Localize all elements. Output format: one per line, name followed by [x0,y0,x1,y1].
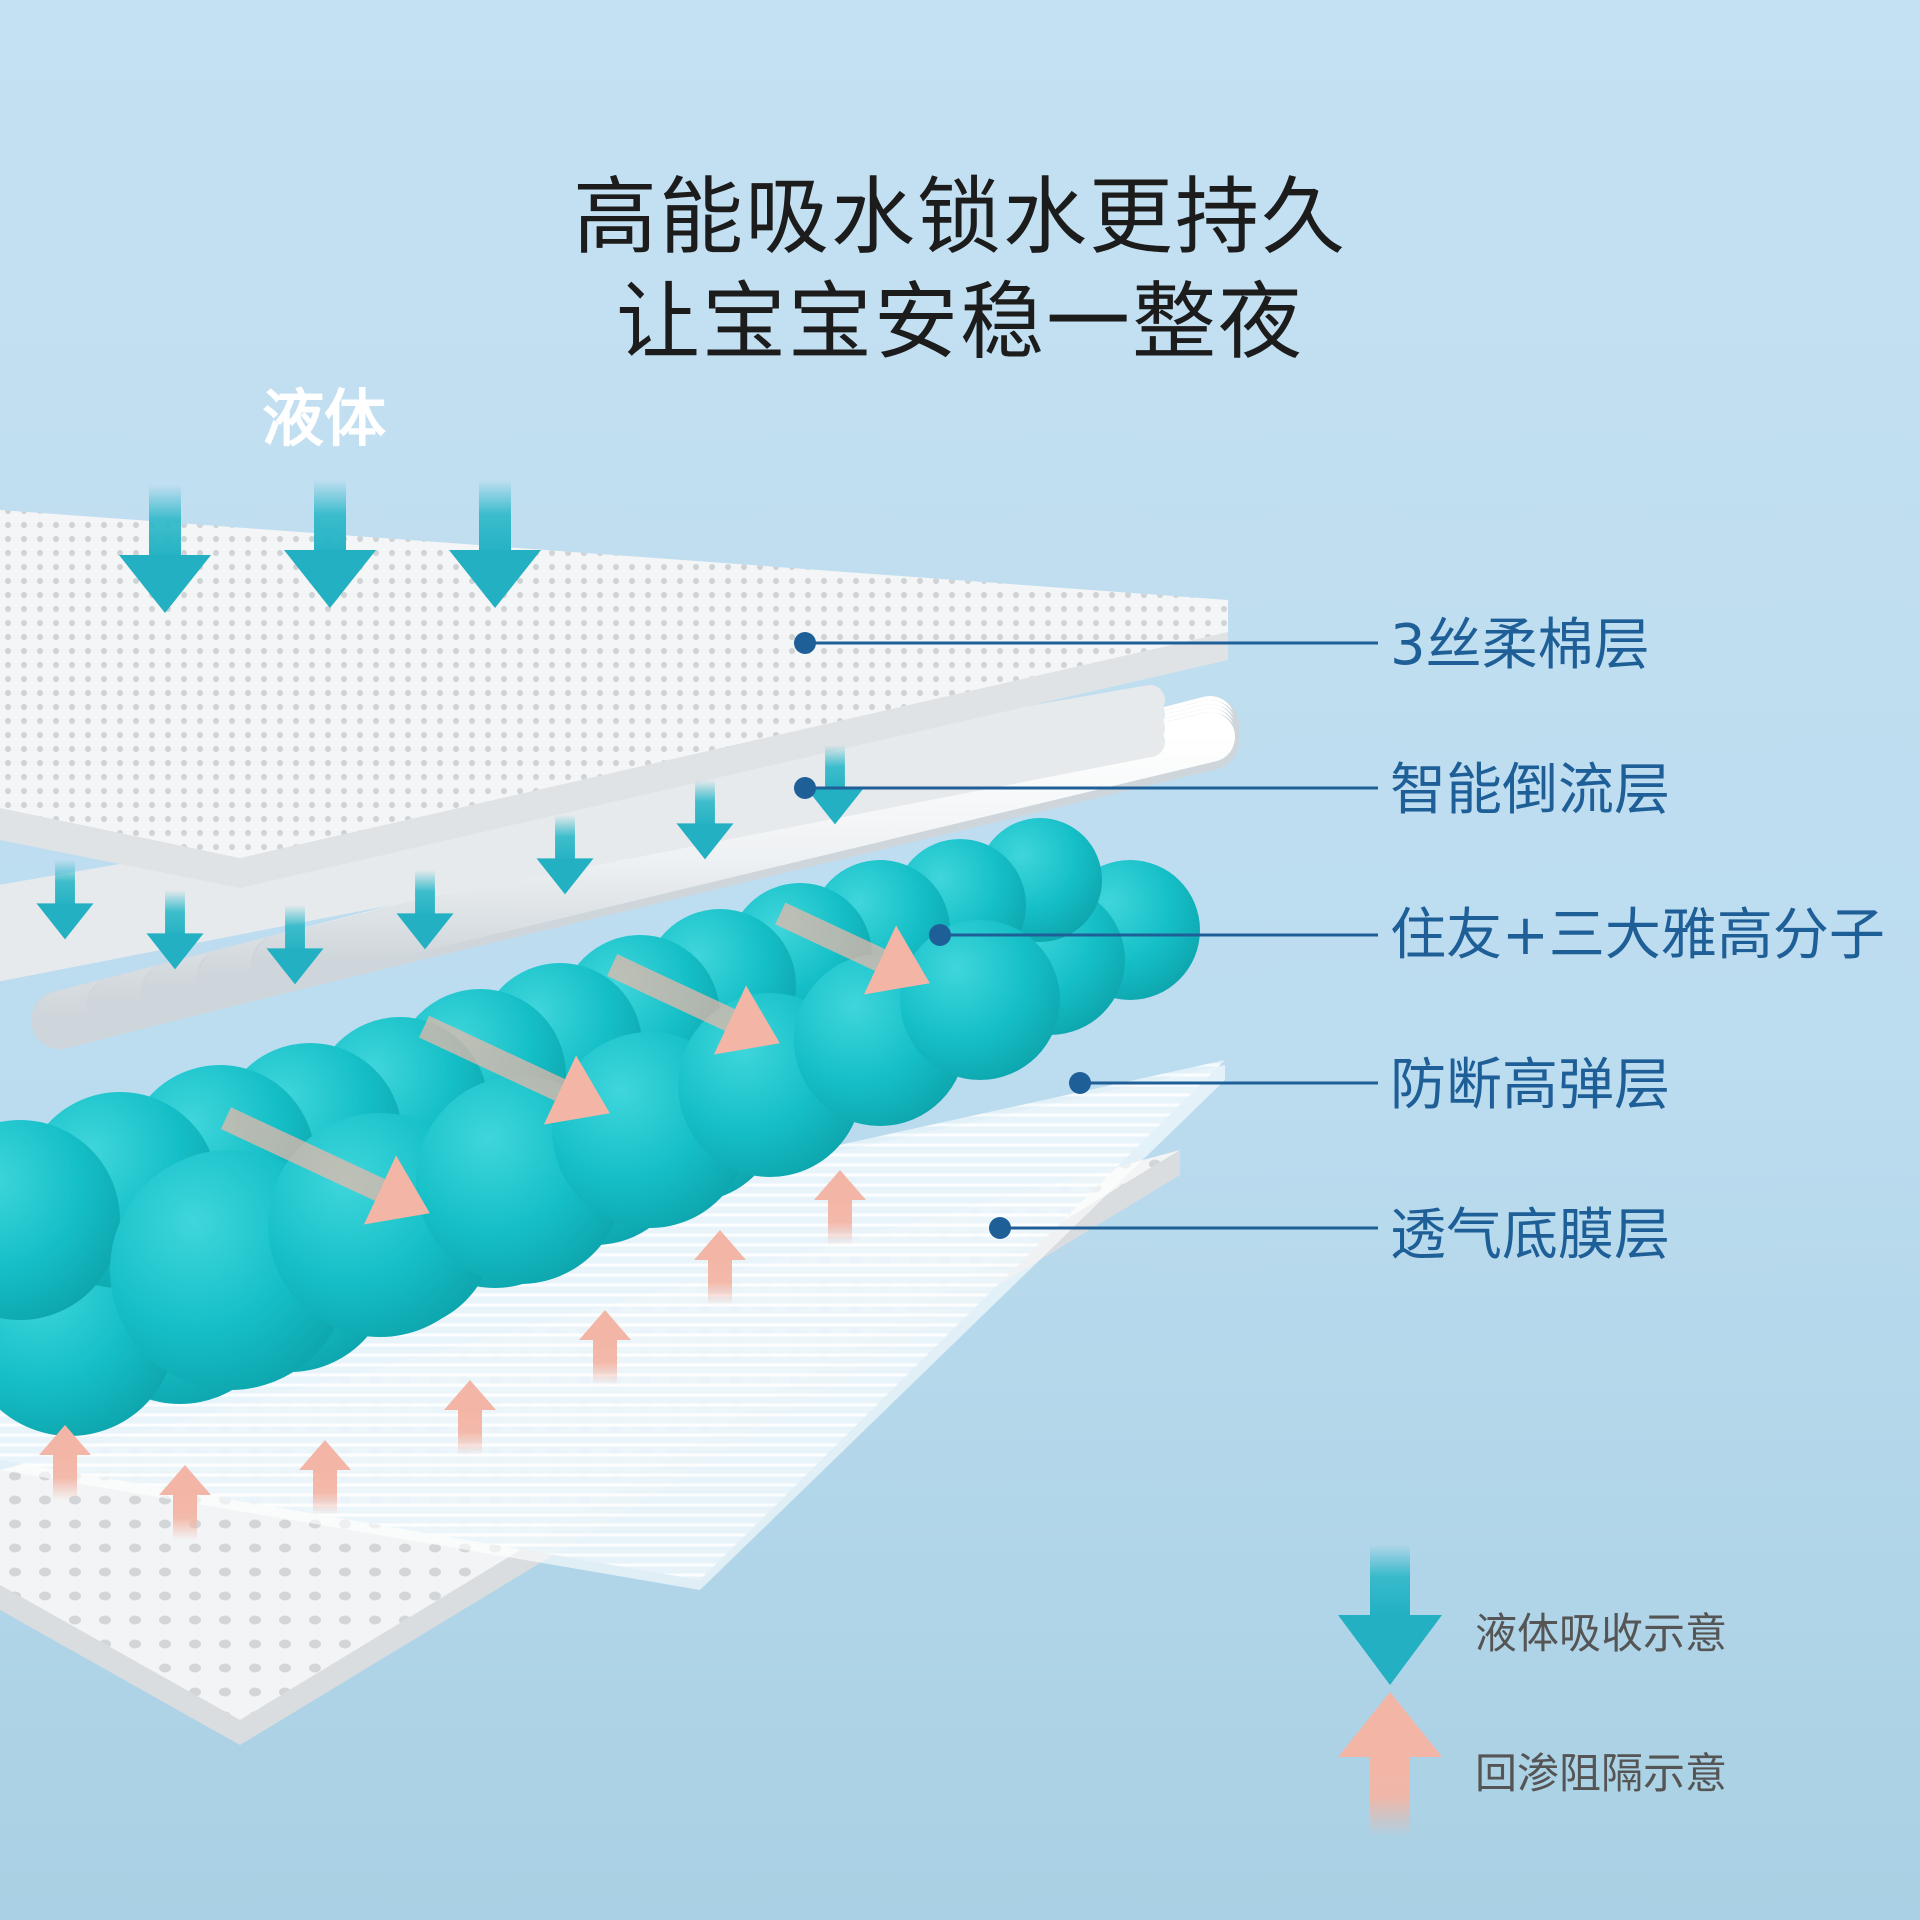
legend-block-label: 回渗阻隔示意 [1475,1749,1728,1798]
leader-line [929,924,1378,946]
leader-line [794,777,1378,799]
backflow-up-arrow-icon [444,1380,496,1455]
polymer-bead [900,920,1060,1080]
backflow-diagonal-arrow-icon [418,1015,610,1125]
headline-line-2: 让宝宝安稳一整夜 [615,273,1304,371]
liquid-down-arrow-icon [806,745,864,825]
leader-lines [794,632,1378,1239]
legend-absorb-arrow-icon [1338,1545,1442,1685]
backflow-up-arrow-icon [39,1425,91,1500]
diversion-tube [0,713,1165,959]
layer-label-top-cotton: 3丝柔棉层 [1390,613,1650,678]
backflow-diagonal-arrow-icon [220,1107,430,1225]
headline-line-1: 高能吸水锁水更持久 [572,168,1347,266]
diversion-tube [0,699,1165,937]
backflow-arrows [39,902,930,1540]
polymer-bead-layer [0,818,1200,1436]
liquid-arrows [36,480,864,985]
liquid-down-arrow-icon [449,480,541,608]
legend-block-arrow-icon [1338,1692,1442,1837]
liquid-down-arrow-icon [146,890,204,970]
leader-line [794,632,1378,654]
backflow-diagonal-arrow-icon [775,902,930,995]
liquid-down-arrow-icon [266,905,324,985]
layer-label-elastic: 防断高弹层 [1390,1053,1670,1118]
polymer-bead [0,1120,120,1320]
liquid-down-arrow-icon [396,870,454,950]
leader-line [1069,1072,1378,1094]
layer-label-bottom-film: 透气底膜层 [1390,1203,1670,1268]
backflow-diagonal-arrow-icon [607,954,780,1055]
liquid-down-arrow-icon [284,480,376,608]
backflow-up-arrow-icon [299,1440,351,1515]
liquid-down-arrow-icon [536,815,594,895]
backflow-up-arrow-icon [579,1310,631,1385]
liquid-down-arrow-icon [676,780,734,860]
leader-line [989,1217,1378,1239]
backflow-up-arrow-icon [694,1230,746,1305]
backflow-up-arrow-icon [814,1170,866,1245]
liquid-down-arrow-icon [36,860,94,940]
legend-absorb-label: 液体吸收示意 [1475,1609,1728,1658]
liquid-down-arrow-icon [119,485,211,613]
diversion-tube [0,727,1165,981]
top-cotton-layer [0,510,1228,888]
liquid-label: 液体 [262,382,387,455]
layer-label-diversion: 智能倒流层 [1390,758,1670,823]
backflow-up-arrow-icon [159,1465,211,1540]
layer-label-polymer: 住友+三大雅高分子 [1390,903,1885,968]
